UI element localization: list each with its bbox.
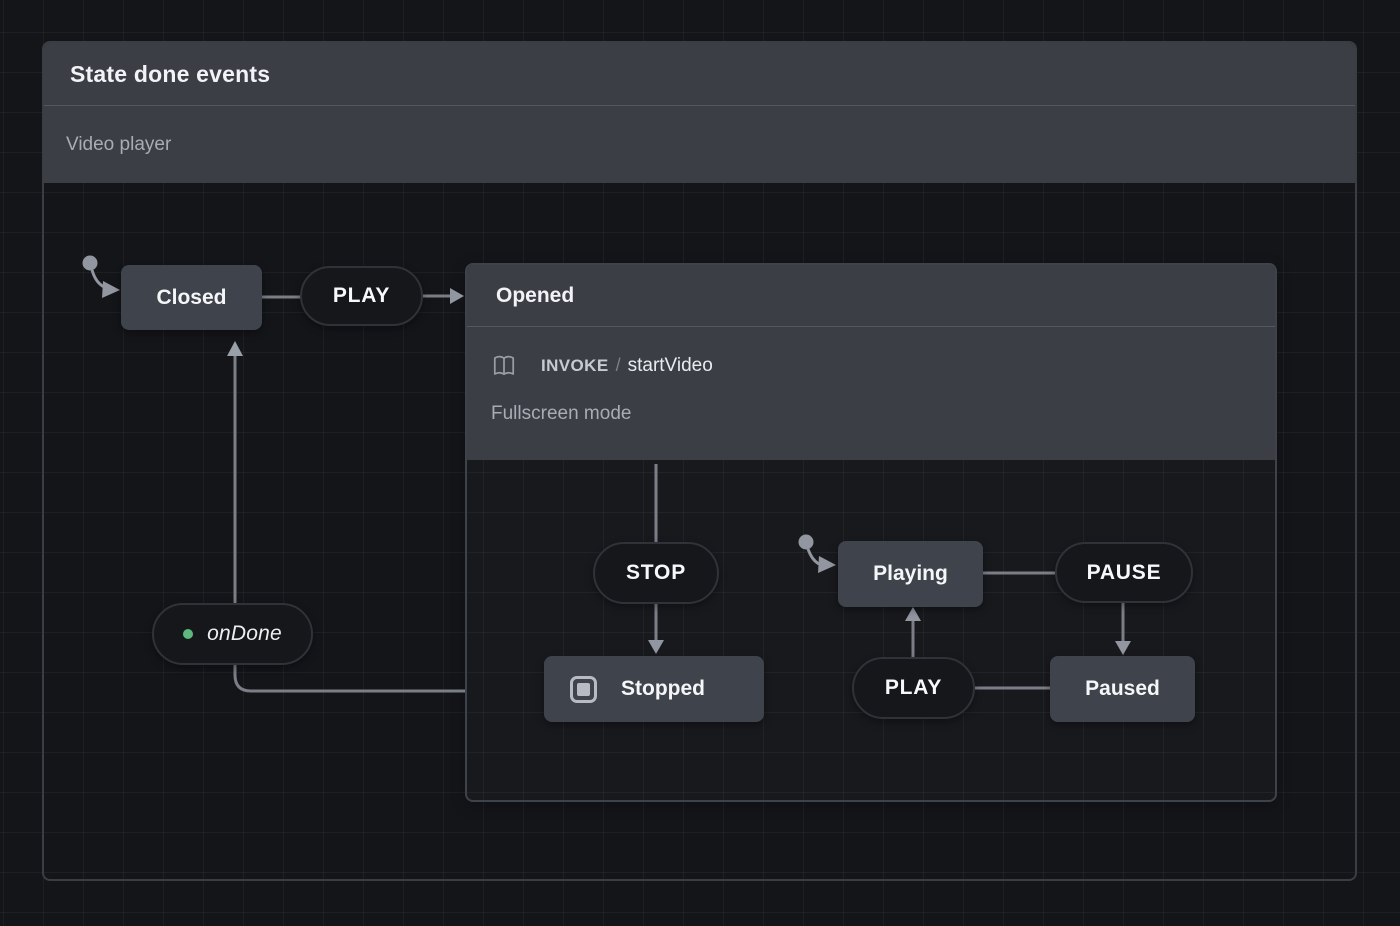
opened-title-row: Opened [467, 265, 1275, 327]
event-label-play-open: PLAY [332, 284, 391, 307]
state-node-playing[interactable]: Playing [838, 541, 983, 607]
event-label-stop: STOP [626, 561, 686, 584]
event-label-pause: PAUSE [1086, 560, 1162, 584]
state-node-opened[interactable]: Opened INVOKE / startVideo Fullscreen mode [465, 263, 1277, 802]
machine-container[interactable]: State done events Video player [42, 41, 1357, 881]
final-state-icon [570, 675, 597, 703]
machine-header: State done events Video player [44, 43, 1355, 183]
open-book-icon [493, 355, 515, 376]
final-state-icon-inner [577, 682, 590, 696]
state-node-stopped[interactable]: Stopped [544, 656, 764, 722]
invoke-keyword: INVOKE [541, 356, 609, 375]
invoke-source: startVideo [627, 355, 713, 376]
event-label-ondone: onDone [207, 622, 282, 645]
invoke-label: INVOKE / startVideo [541, 355, 713, 377]
event-pill-stop[interactable]: STOP [593, 542, 719, 604]
machine-title: State done events [70, 60, 271, 87]
event-pill-ondone[interactable]: onDone [152, 603, 313, 665]
done-event-dot-icon [183, 629, 194, 639]
invoke-separator: / [615, 355, 621, 375]
invoke-row[interactable]: INVOKE / startVideo [467, 327, 1275, 379]
state-label-closed: Closed [156, 285, 227, 309]
machine-description: Video player [66, 133, 172, 155]
event-label-play-resume: PLAY [884, 676, 943, 699]
opened-description: Fullscreen mode [491, 403, 632, 424]
event-pill-play-resume[interactable]: PLAY [852, 657, 975, 719]
event-pill-play-open[interactable]: PLAY [300, 266, 423, 326]
state-label-paused: Paused [1085, 677, 1160, 700]
event-pill-pause[interactable]: PAUSE [1055, 542, 1193, 603]
state-node-paused[interactable]: Paused [1050, 656, 1195, 722]
opened-title: Opened [496, 283, 575, 307]
machine-subtitle-row: Video player [44, 106, 1355, 183]
machine-title-row: State done events [44, 43, 1355, 106]
state-node-closed[interactable]: Closed [121, 265, 262, 330]
opened-header: Opened INVOKE / startVideo Fullscreen mode [467, 265, 1275, 460]
state-label-playing: Playing [873, 562, 948, 585]
state-label-stopped: Stopped [621, 677, 705, 700]
